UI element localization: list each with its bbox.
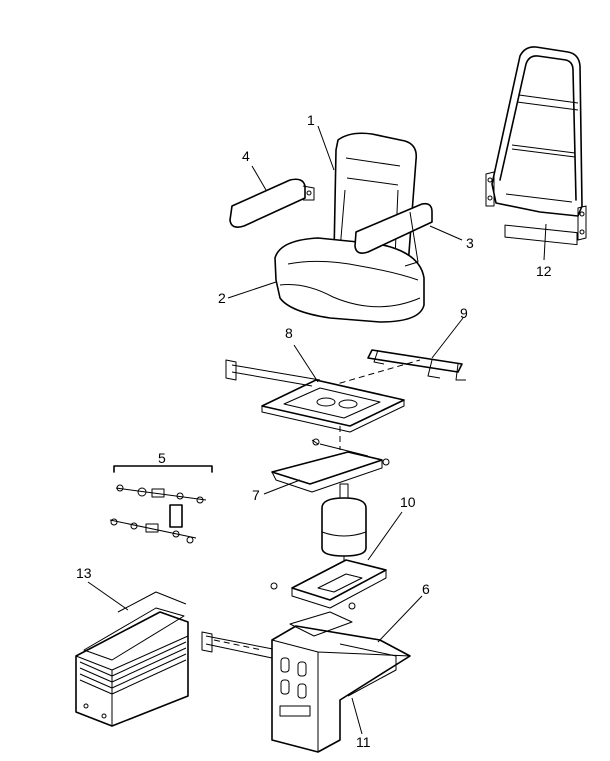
slide-rail-feet (373, 349, 466, 381)
pedestal-body (271, 625, 411, 753)
frame-outline (491, 46, 583, 217)
base-rod (205, 635, 279, 659)
mounting-plate (225, 359, 405, 450)
upper-linkage-arm (271, 451, 383, 485)
frame-inner (499, 55, 577, 201)
leader-lines (87, 125, 547, 735)
frame-hinge-right (577, 205, 587, 241)
backrest-frame (485, 46, 587, 246)
plate-cutout (338, 399, 358, 409)
callout-2: 2 (218, 290, 226, 306)
shroud-body (75, 611, 189, 727)
right-armrest (354, 202, 433, 254)
spring-stem (339, 483, 349, 499)
shroud-top (117, 591, 187, 613)
callout-3: 3 (466, 235, 474, 251)
pedestal-slot (280, 657, 290, 673)
callout-4: 4 (242, 148, 250, 164)
callout-13: 13 (76, 565, 92, 581)
callout-6: 6 (422, 581, 430, 597)
mounting-plate-top (261, 379, 405, 427)
frame-bar (518, 94, 579, 104)
seat-base-pedestal (201, 611, 411, 753)
callout-labels: 1 2 3 4 5 6 7 8 9 10 11 12 13 (76, 112, 552, 750)
seat-cover-shroud (75, 591, 189, 727)
mounting-plate-frame (283, 387, 381, 419)
rod-end (225, 359, 237, 381)
callout-9: 9 (460, 305, 468, 321)
upper-linkage (271, 438, 390, 493)
frame-slat (511, 144, 576, 154)
seat-assembly (229, 132, 433, 323)
frame-slat-box (504, 224, 578, 246)
callout-11: 11 (356, 734, 371, 750)
frame-slat (511, 148, 576, 158)
lower-linkage-edge (291, 570, 387, 609)
shroud-edges (75, 635, 189, 726)
kit-fastener-line (109, 487, 207, 539)
pedestal-slot (297, 661, 307, 677)
shock-bushing (151, 488, 165, 498)
pedestal-top (289, 611, 353, 637)
callout-5: 5 (158, 450, 166, 466)
pedestal-slot (297, 683, 307, 699)
backrest-panel (339, 157, 401, 259)
pedestal-slot (280, 679, 290, 695)
frame-bar (516, 101, 579, 111)
shock-absorber-kit (109, 465, 213, 544)
pedestal-window (279, 705, 311, 717)
seat-cushion (274, 237, 425, 323)
shock-absorber-body (169, 504, 183, 528)
callout-1: 1 (307, 112, 315, 128)
plate-cutout (316, 397, 336, 407)
kit-bracket (113, 465, 213, 473)
callout-7: 7 (252, 487, 260, 503)
callout-10: 10 (400, 494, 416, 510)
frame-slat (505, 193, 573, 203)
frame-hinge-left (485, 171, 495, 207)
pedestal-arm (339, 643, 397, 697)
linkage-bolt (312, 438, 320, 446)
slide-rail (329, 349, 466, 387)
left-armrest-bracket (302, 185, 315, 201)
shroud-fold (83, 607, 185, 661)
slide-rail-body (367, 349, 463, 373)
cushion-seam (279, 284, 421, 308)
callout-8: 8 (285, 325, 293, 341)
linkage-bolt (348, 602, 356, 610)
linkage-bolt (270, 582, 278, 590)
shock-bushing (145, 523, 159, 533)
cushion-top-seam (287, 260, 419, 281)
armrest-bolt (306, 190, 312, 196)
left-armrest (229, 178, 306, 228)
callout-12: 12 (536, 263, 552, 279)
upper-linkage-side (271, 460, 383, 493)
air-spring (321, 497, 367, 557)
air-spring-band (321, 531, 367, 537)
mounting-rod (231, 364, 321, 387)
lower-linkage-plate (317, 573, 363, 593)
mounting-plate-edge (261, 400, 405, 433)
base-rod-end (201, 631, 213, 653)
base-rod-guide (213, 639, 263, 651)
slide-rail-guide (329, 359, 421, 387)
lower-linkage-base (291, 559, 387, 601)
air-spring-assembly (270, 483, 387, 610)
linkage-bolt (382, 458, 390, 466)
right-armrest-bracket (404, 211, 419, 267)
shroud-pleats (79, 641, 187, 695)
